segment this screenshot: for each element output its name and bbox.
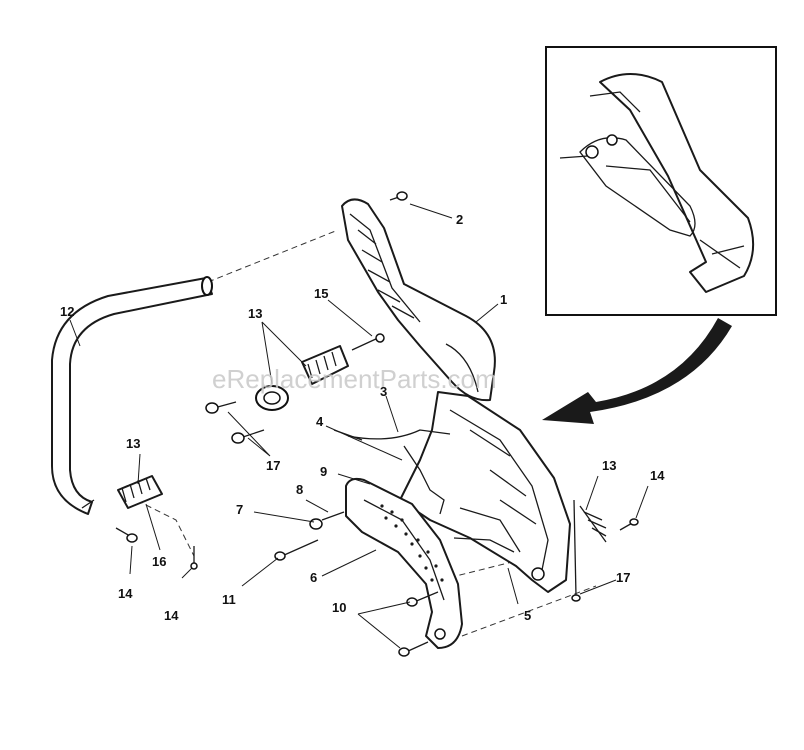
callout-4: 4: [316, 414, 324, 429]
callout-10: 10: [332, 600, 346, 615]
callout-14-left: 14: [118, 586, 133, 601]
callout-11: 11: [222, 592, 236, 607]
callout-13-right: 13: [602, 458, 616, 473]
callout-13-left: 13: [126, 436, 140, 451]
callout-17-right: 17: [616, 570, 630, 585]
callout-2: 2: [456, 212, 463, 227]
leader-lines: [69, 203, 649, 649]
callout-17-left: 17: [266, 458, 280, 473]
callout-9: 9: [320, 464, 327, 479]
callout-12: 12: [60, 304, 74, 319]
watermark: eReplacementParts.com: [212, 364, 497, 394]
hand-guard: [341, 198, 496, 402]
callout-14-bottom: 14: [164, 608, 179, 623]
callout-13-center: 13: [248, 306, 262, 321]
direction-arrow: [542, 318, 732, 424]
rear-handle: [345, 477, 463, 649]
inset-detail: [545, 46, 777, 316]
callout-labels: 2 1 3 4 5 6 7 8 9 10 11 12 13 13 13 14 1…: [60, 212, 665, 623]
rear-housing: [399, 391, 571, 593]
av-spring-center: [255, 345, 349, 411]
callout-16: 16: [152, 554, 166, 569]
front-handle-bar: [51, 276, 213, 515]
callout-1: 1: [500, 292, 507, 307]
callout-8: 8: [296, 482, 303, 497]
callout-7: 7: [236, 502, 243, 517]
callout-6: 6: [310, 570, 317, 585]
fasteners: [115, 191, 639, 657]
callout-5: 5: [524, 608, 531, 623]
callout-15: 15: [314, 286, 328, 301]
callout-14-right: 14: [650, 468, 665, 483]
callout-3: 3: [380, 384, 387, 399]
